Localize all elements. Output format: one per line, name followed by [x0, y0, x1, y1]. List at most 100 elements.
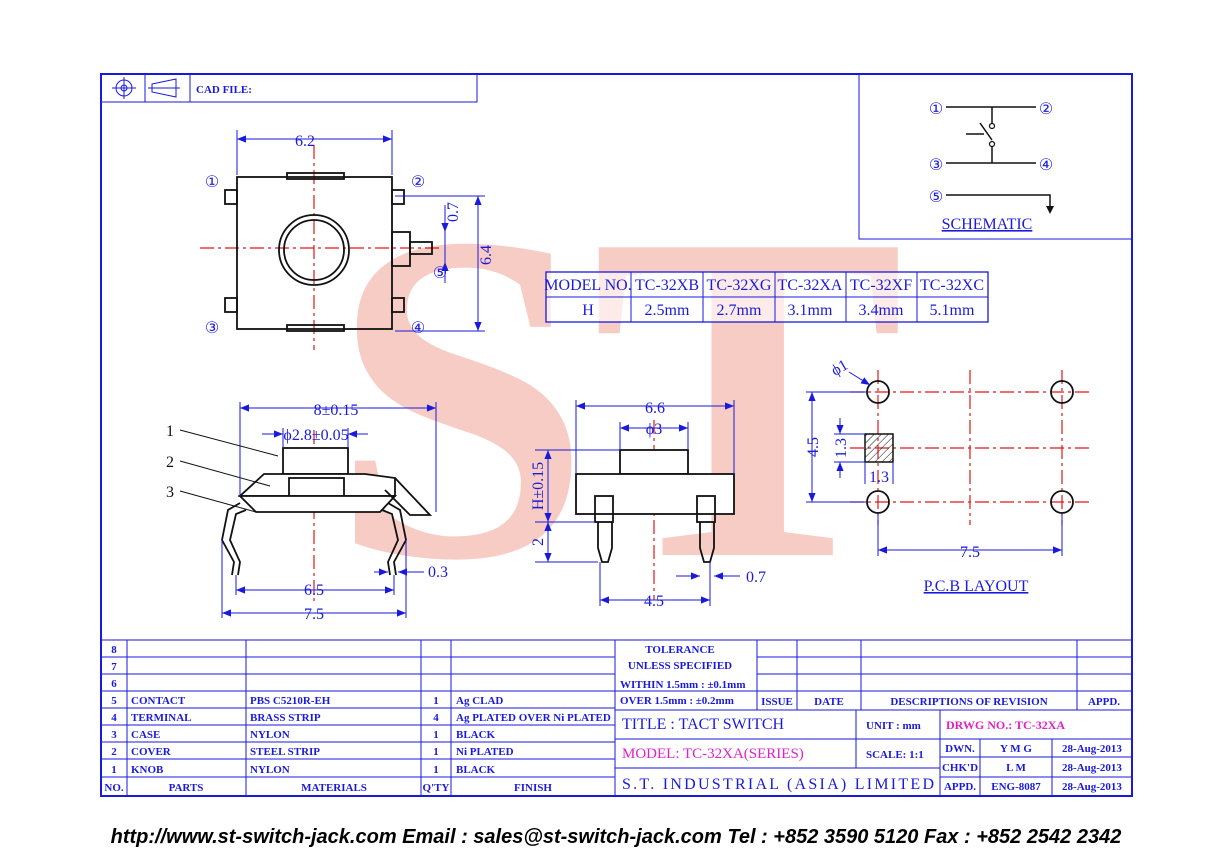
- dim-pcb-square-w: 1.3: [869, 469, 889, 486]
- bom-qty: 1: [433, 729, 439, 741]
- model-head-3: TC-32XA: [778, 277, 843, 294]
- st-watermark: ST: [330, 136, 905, 657]
- bom-table: 8 7 6 5 CONTACT PBS C5210R-EH 1 Ag CLAD …: [100, 639, 616, 797]
- dim-side-dia: ϕ2.8±0.05: [283, 427, 348, 444]
- callout-2: 2: [166, 454, 174, 471]
- top-pin-2: ②: [411, 174, 425, 191]
- side-view: 8±0.15 ϕ2.8±0.05 6.5 7.5 0.3 1 2 3: [166, 402, 448, 623]
- rev-appd: APPD.: [1088, 696, 1120, 708]
- projection-symbol-icon: [112, 77, 180, 99]
- bom-part: KNOB: [131, 764, 164, 776]
- top-pin-4: ④: [411, 320, 425, 337]
- bom-head-finish: FINISH: [514, 782, 552, 794]
- dim-side-total: 7.5: [304, 606, 324, 623]
- cad-file-header: CAD FILE:: [100, 73, 478, 103]
- bom-no: 3: [111, 729, 117, 741]
- tolerance-line-4: OVER 1.5mm : ±0.2mm: [620, 695, 734, 707]
- schematic: ① ② ③ ④ ⑤ SCHEMATIC: [858, 73, 1133, 240]
- dim-front-pitch: 4.5: [644, 593, 664, 610]
- dim-pcb-square: 1.3: [833, 438, 850, 458]
- top-pin-1: ①: [205, 174, 219, 191]
- appd-value: ENG-8087: [991, 781, 1041, 793]
- chk-value: L M: [1006, 762, 1026, 774]
- model-row-3: 3.1mm: [788, 302, 833, 319]
- tolerance-revision-block: TOLERANCE UNLESS SPECIFIED WITHIN 1.5mm …: [614, 639, 1133, 711]
- appd-label: APPD.: [944, 781, 976, 793]
- company-name: S.T. INDUSTRIAL (ASIA) LIMITED: [622, 776, 934, 793]
- bom-part: TERMINAL: [131, 712, 192, 724]
- watermark-text: ST: [330, 136, 905, 657]
- rev-desc: DESCRIPTIONS OF REVISION: [890, 696, 1047, 708]
- drawing-number: DRWG NO.: TC-32XA: [946, 718, 1065, 732]
- bom-head-materials: MATERIALS: [301, 782, 367, 794]
- model-head-5: TC-32XC: [920, 277, 984, 294]
- bom-part: CONTACT: [131, 695, 186, 707]
- dim-pcb-width: 7.5: [960, 544, 980, 561]
- bom-finish: BLACK: [456, 729, 496, 741]
- bom-no: 1: [111, 764, 117, 776]
- model-head-0: MODEL NO.: [544, 277, 631, 294]
- appd-date: 28-Aug-2013: [1062, 781, 1122, 793]
- title-text: TITLE : TACT SWITCH: [622, 716, 785, 733]
- bom-material: NYLON: [250, 764, 290, 776]
- schem-pin-4: ④: [1039, 157, 1053, 174]
- bom-empty-no-6: 6: [111, 678, 117, 690]
- bom-part: CASE: [131, 729, 160, 741]
- tolerance-line-1: TOLERANCE: [645, 644, 714, 656]
- dim-side-pitch: 6.5: [304, 582, 324, 599]
- bom-material: BRASS STRIP: [250, 712, 321, 724]
- dwn-value: Y M G: [1000, 743, 1032, 755]
- bom-head-parts: PARTS: [169, 782, 204, 794]
- model-head-4: TC-32XF: [850, 277, 912, 294]
- model-table: MODEL NO. TC-32XB TC-32XG TC-32XA TC-32X…: [544, 271, 989, 323]
- pcb-layout-label: P.C.B LAYOUT: [924, 578, 1029, 595]
- top-pin-5: ⑤: [433, 265, 447, 282]
- unit-text: UNIT : mm: [866, 720, 921, 732]
- bom-head-no: NO.: [104, 782, 124, 794]
- callout-3: 3: [166, 484, 174, 501]
- bom-material: STEEL STRIP: [250, 746, 320, 758]
- schem-pin-2: ②: [1039, 101, 1053, 118]
- callout-1: 1: [166, 423, 174, 440]
- model-row-1: 2.5mm: [645, 302, 690, 319]
- model-row-4: 3.4mm: [859, 302, 904, 319]
- dim-top-height: 6.4: [478, 245, 495, 265]
- bom-finish: Ni PLATED: [456, 746, 514, 758]
- scale-text: SCALE: 1:1: [866, 749, 924, 761]
- bom-material: NYLON: [250, 729, 290, 741]
- bom-material: PBS C5210R-EH: [250, 695, 331, 707]
- bom-qty: 1: [433, 695, 439, 707]
- dim-front-lead: 0.7: [746, 569, 766, 586]
- dim-pcb-dia: ϕ1: [828, 357, 851, 380]
- bom-no: 4: [111, 712, 117, 724]
- bom-finish: Ag CLAD: [456, 695, 503, 707]
- bom-qty: 4: [433, 712, 439, 724]
- bom-empty-no-8: 8: [111, 644, 117, 656]
- bom-empty-no-7: 7: [111, 661, 117, 673]
- schem-pin-3: ③: [929, 157, 943, 174]
- chk-date: 28-Aug-2013: [1062, 762, 1122, 774]
- model-head-2: TC-32XG: [707, 277, 772, 294]
- pcb-layout: ϕ1 4.5 1.3 1.3 7.5 P.C.B LAYOUT: [805, 357, 1090, 595]
- dim-front-width: 6.6: [645, 400, 665, 417]
- model-text: MODEL: TC-32XA(SERIES): [622, 746, 804, 762]
- cad-file-label: CAD FILE:: [196, 84, 252, 96]
- bom-part: COVER: [131, 746, 172, 758]
- dim-front-h: H±0.15: [530, 462, 547, 510]
- rev-issue: ISSUE: [761, 696, 793, 708]
- schem-pin-5: ⑤: [929, 189, 943, 206]
- dim-side-length: 8±0.15: [314, 402, 359, 419]
- dim-front-dia: ϕ3: [646, 421, 662, 438]
- model-head-1: TC-32XB: [635, 277, 699, 294]
- top-pin-3: ③: [205, 320, 219, 337]
- bom-no: 2: [111, 746, 117, 758]
- dim-pcb-height: 4.5: [805, 437, 822, 457]
- bom-qty: 1: [433, 746, 439, 758]
- bom-finish: BLACK: [456, 764, 496, 776]
- dwn-date: 28-Aug-2013: [1062, 743, 1122, 755]
- rev-date: DATE: [814, 696, 844, 708]
- dim-front-leg: 2: [530, 538, 547, 546]
- dim-side-lead: 0.3: [428, 564, 448, 581]
- contact-footer: http://www.st-switch-jack.com Email : sa…: [110, 826, 1122, 848]
